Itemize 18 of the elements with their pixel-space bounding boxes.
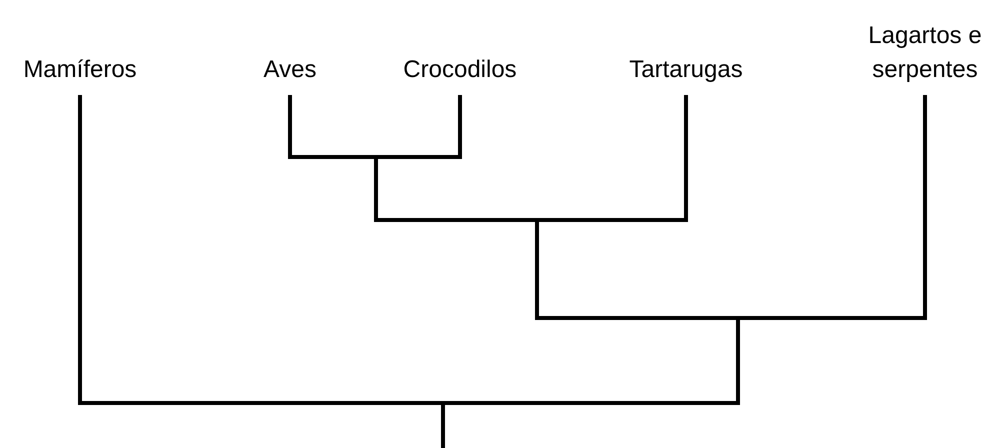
branch-line [441,405,445,448]
taxon-label: Tartarugas [629,55,743,85]
branch-line [374,159,378,218]
branch-line [736,320,740,401]
branch-line [923,95,927,316]
taxon-label: Mamíferos [23,55,137,85]
branch-line [78,95,82,401]
taxon-label: Lagartos e serpentes [867,21,983,85]
branch-bar [535,316,927,320]
branch-bar [78,401,740,405]
taxon-label: Aves [264,55,316,85]
taxon-label: Crocodilos [403,55,517,85]
branch-line [458,95,462,155]
branch-line [684,95,688,218]
branch-line [535,222,539,316]
branch-bar [288,155,462,159]
branch-bar [374,218,688,222]
branch-line [288,95,292,155]
